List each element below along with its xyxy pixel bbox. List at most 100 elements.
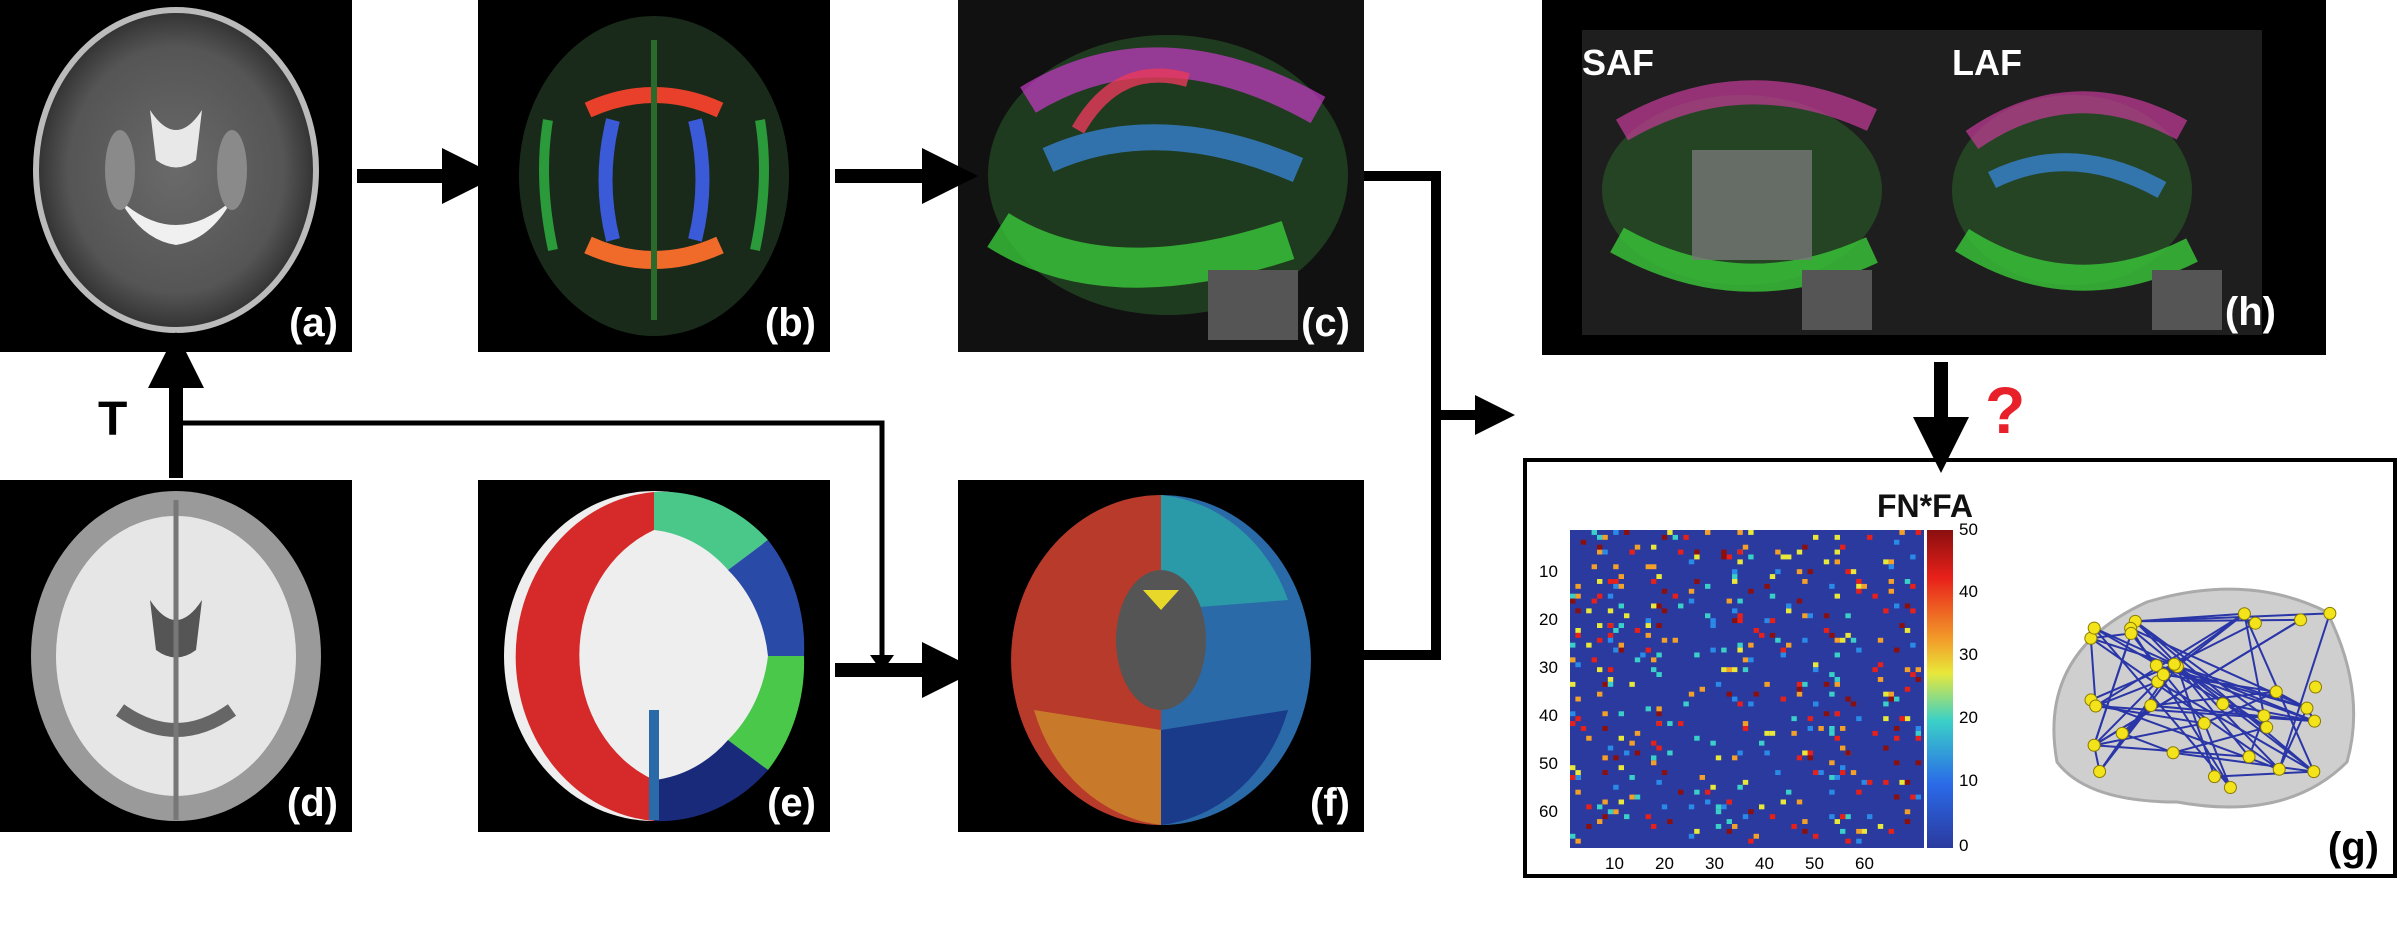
matrix-cell <box>1732 667 1738 673</box>
matrix-cell <box>1580 726 1587 731</box>
matrix-cell <box>1737 549 1743 555</box>
matrix-cell <box>1737 613 1743 619</box>
matrix-cell <box>1688 833 1695 839</box>
matrix-cell <box>1597 691 1603 697</box>
y-tick: 50 <box>1539 754 1558 773</box>
matrix-cell <box>1607 637 1614 643</box>
matrix-cell <box>1748 642 1754 648</box>
matrix-cell <box>1618 735 1624 741</box>
matrix-cell <box>1829 789 1835 795</box>
matrix-cell <box>1678 789 1684 795</box>
y-tick: 20 <box>1539 610 1558 629</box>
matrix-cell <box>1780 647 1786 653</box>
network-node <box>2156 668 2170 682</box>
matrix-cell <box>1850 701 1857 707</box>
matrix-cell <box>1586 735 1592 741</box>
matrix-cell <box>1840 814 1846 820</box>
matrix-cell <box>1850 569 1857 575</box>
network-node <box>2257 709 2271 723</box>
matrix-cell <box>1802 828 1808 834</box>
panel-h-saf-laf: SAF LAF (h) <box>1542 0 2326 355</box>
matrix-cell <box>1721 554 1727 560</box>
matrix-cell <box>1613 583 1619 589</box>
matrix-cell <box>1899 779 1905 785</box>
matrix-cell <box>1813 667 1819 673</box>
matrix-cell <box>1840 828 1846 834</box>
matrix-cell <box>1764 750 1770 756</box>
matrix-cell <box>1651 760 1657 766</box>
matrix-cell <box>1602 799 1608 805</box>
matrix-cell <box>1802 544 1808 550</box>
matrix-cell <box>1910 583 1916 589</box>
panel-f-registered-parcellation: (f) <box>958 480 1364 832</box>
matrix-cell <box>1807 755 1813 761</box>
matrix-cell <box>1877 824 1884 829</box>
matrix-cell <box>1861 583 1867 589</box>
matrix-cell <box>1667 750 1673 756</box>
matrix-cell <box>1894 647 1900 653</box>
cbar-tick: 0 <box>1959 836 1969 855</box>
matrix-cell <box>1575 838 1581 844</box>
network-node <box>2207 770 2221 784</box>
matrix-cell <box>1651 544 1657 550</box>
matrix-cell <box>1645 814 1651 820</box>
cbar-tick: 30 <box>1959 645 1978 664</box>
matrix-cell <box>1742 814 1749 820</box>
network-node <box>2124 626 2138 640</box>
matrix-cell <box>1894 539 1900 545</box>
network-edge <box>2093 620 2137 746</box>
network-edge <box>2150 704 2315 723</box>
matrix-cell <box>1899 530 1905 535</box>
matrix-cell <box>1694 554 1700 560</box>
network-edge <box>2093 627 2268 729</box>
matrix-cell <box>1796 755 1803 761</box>
y-tick: 40 <box>1539 706 1558 725</box>
network-edge <box>2172 726 2267 754</box>
matrix-cell <box>1802 579 1808 584</box>
matrix-cell <box>1786 789 1792 795</box>
matrix-cell <box>1829 672 1835 677</box>
matrix-cell <box>1834 677 1840 682</box>
panel-c-tractography: (c) <box>958 0 1364 352</box>
matrix-cell <box>1883 608 1889 614</box>
matrix-cell <box>1791 716 1797 722</box>
matrix-cell <box>1759 740 1765 746</box>
matrix-cell <box>1834 775 1840 780</box>
panel-b-dti-image: (b) <box>478 0 830 352</box>
matrix-cell <box>1694 579 1700 584</box>
matrix-cell <box>1575 775 1581 780</box>
network-node <box>2307 765 2321 779</box>
matrix-cell <box>1813 662 1819 668</box>
matrix-cell <box>1661 534 1668 540</box>
matrix-cell <box>1710 618 1716 624</box>
matrix-cell <box>1840 726 1846 731</box>
matrix-cell <box>1645 623 1651 628</box>
matrix-cell <box>1742 667 1749 673</box>
matrix-cell <box>1575 770 1581 775</box>
matrix-cell <box>1840 745 1846 751</box>
matrix-cell <box>1867 534 1873 540</box>
matrix-cell <box>1618 623 1624 628</box>
bracket-c-f <box>1364 171 1441 660</box>
matrix-cell <box>1575 632 1581 638</box>
brain-t1-axial <box>31 491 321 821</box>
matrix-cell <box>1656 721 1662 726</box>
matrix-cell <box>1780 652 1786 658</box>
x-tick: 40 <box>1755 854 1774 873</box>
matrix-cell <box>1726 799 1732 805</box>
matrix-cell <box>1683 701 1689 707</box>
matrix-cell <box>1856 838 1862 844</box>
matrix-cell <box>1780 799 1786 805</box>
matrix-cell <box>1764 730 1770 736</box>
network-node <box>2089 699 2103 713</box>
network-node <box>2197 716 2211 730</box>
matrix-cell <box>1737 784 1743 790</box>
matrix-cell <box>1721 667 1727 673</box>
matrix-cell <box>1672 534 1678 540</box>
matrix-cell <box>1656 711 1662 717</box>
matrix-cell <box>1575 696 1581 702</box>
matrix-cell <box>1775 549 1781 555</box>
network-node <box>2308 680 2322 694</box>
matrix-cell <box>1634 730 1641 736</box>
matrix-cell <box>1591 564 1597 570</box>
